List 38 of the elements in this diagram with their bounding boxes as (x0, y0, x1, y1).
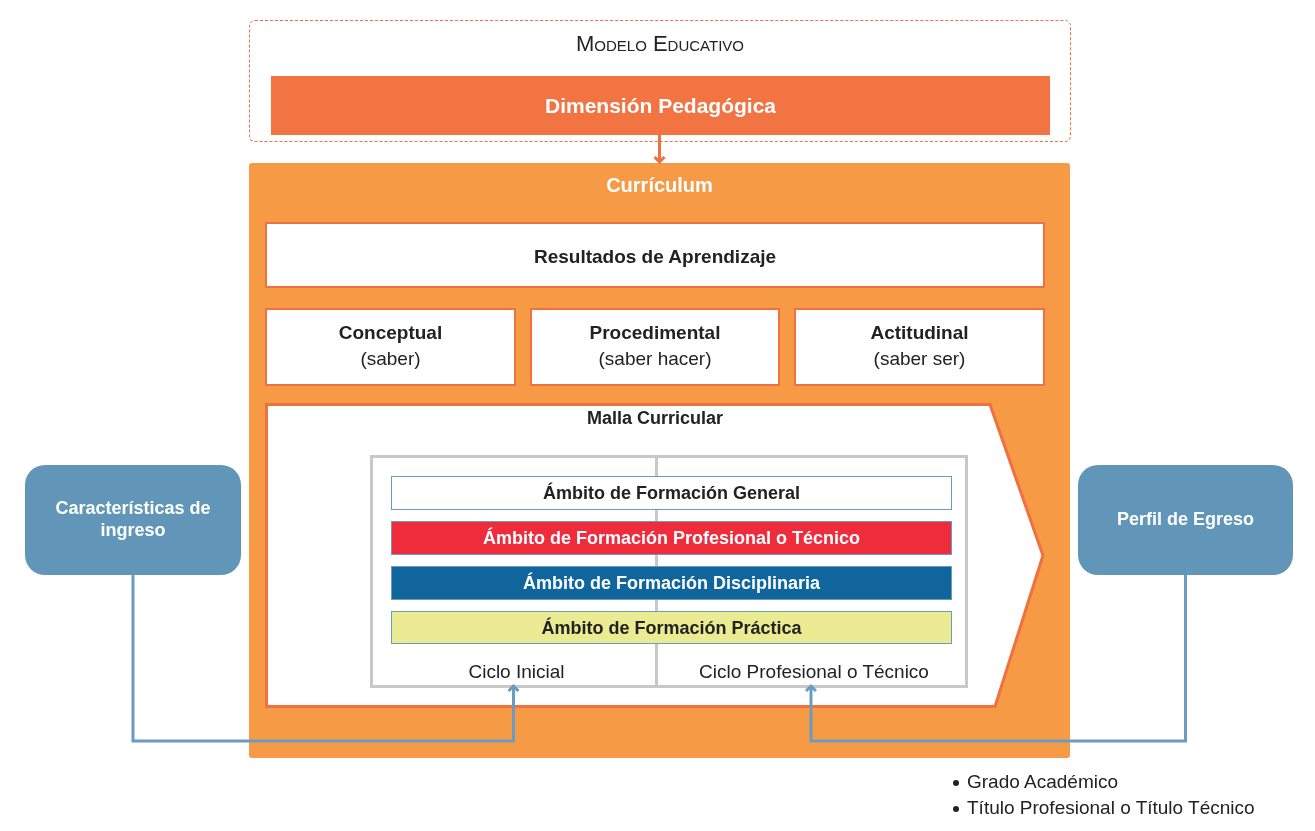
band-title: Dimensión Pedagógica (543, 93, 778, 119)
panel-title: Currículum (605, 173, 714, 197)
box-subtitle: (saber ser) (872, 348, 967, 371)
cycle-label: Ciclo Profesional o Técnico (698, 661, 930, 684)
curriculum-panel (249, 163, 1070, 758)
box-title: Procedimental (588, 322, 722, 345)
domain-bar (391, 566, 952, 600)
bar-label: Ámbito de Formación Disciplinaria (521, 573, 822, 595)
box-label: Características de ingreso (54, 498, 212, 542)
dashed-frame (249, 20, 1071, 142)
chevron-title: Malla Curricular (585, 408, 724, 430)
frame-title: Modelo Educativo (575, 31, 745, 58)
box-title: Resultados de Aprendizaje (532, 246, 778, 269)
content-box (265, 222, 1045, 288)
rounded-box (1078, 465, 1293, 575)
box-subtitle: (saber hacer) (597, 348, 713, 371)
bar-label: Ámbito de Formación Práctica (540, 618, 803, 640)
content-box (265, 308, 516, 386)
box-title: Conceptual (337, 322, 444, 345)
arrow (804, 575, 1187, 743)
arrow (131, 575, 520, 743)
box-subtitle: (saber) (359, 348, 422, 371)
box-label: Perfil de Egreso (1115, 509, 1256, 531)
rounded-box (25, 465, 241, 575)
content-box (794, 308, 1045, 386)
bar-label: Ámbito de Formación Profesional o Técnico (481, 528, 862, 550)
bullet-text: Título Profesional o Título Técnico (967, 797, 1255, 818)
heading-band (271, 76, 1050, 135)
bar-label: Ámbito de Formación General (541, 483, 801, 505)
cycle-label: Ciclo Inicial (467, 661, 566, 684)
bullet-text: Grado Académico (967, 771, 1119, 792)
domain-bar (391, 521, 952, 555)
arrow (653, 134, 666, 164)
domain-bar (391, 611, 952, 644)
box-title: Actitudinal (869, 322, 970, 345)
content-box (530, 308, 780, 386)
grid-frame (370, 455, 968, 688)
domain-bar (391, 476, 952, 510)
